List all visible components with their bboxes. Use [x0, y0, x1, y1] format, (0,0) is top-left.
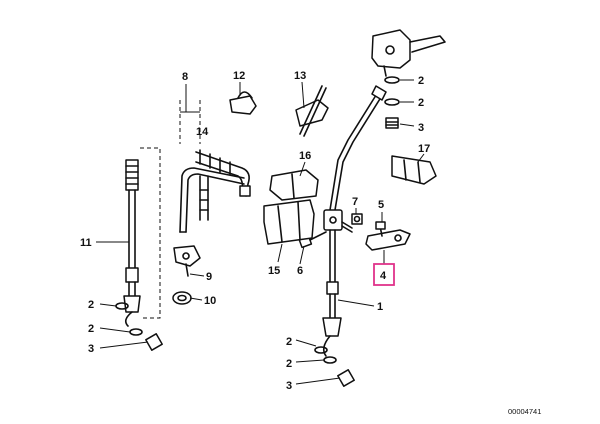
- clip-12: [229, 91, 257, 115]
- banjo-bolt-3b: [145, 333, 163, 351]
- callout-2: 2: [286, 336, 292, 348]
- brake-line-11: [115, 159, 141, 327]
- callout-2: 2: [418, 75, 424, 87]
- callout-6: 6: [297, 265, 303, 277]
- washer-2d: [323, 356, 337, 364]
- callout-labels: 2 2 3 17 8 12 13 14 16 7 5 4 11 9 10 15 …: [80, 70, 430, 392]
- callout-4: 4: [380, 270, 387, 282]
- callout-3: 3: [418, 122, 424, 134]
- distributor-block: [323, 209, 353, 233]
- callout-2: 2: [88, 299, 94, 311]
- leader-lines: [96, 79, 425, 385]
- highlight-box-4: [373, 263, 395, 286]
- bracket-4: [365, 221, 411, 251]
- bracket-9: [173, 245, 201, 277]
- holder-15: [263, 199, 315, 245]
- callout-8: 8: [182, 71, 188, 83]
- clip-17: [391, 155, 437, 185]
- hose-end: [239, 185, 251, 197]
- brake-hose-1: [314, 229, 342, 357]
- clip-13: [295, 85, 329, 137]
- callout-1: 1: [377, 301, 383, 313]
- callout-2: 2: [88, 323, 94, 335]
- seal-10: [172, 291, 192, 305]
- callout-2: 2: [418, 97, 424, 109]
- brake-line-8: [179, 167, 245, 233]
- callout-7: 7: [352, 196, 358, 208]
- nut-7: [351, 213, 363, 225]
- callout-9: 9: [206, 271, 212, 283]
- washer-2a: [384, 76, 400, 84]
- group-bracket-8-14: [179, 100, 201, 144]
- group-bracket-left: [140, 147, 161, 319]
- washer-2b: [384, 98, 400, 106]
- diagram-reference: 00004741: [508, 407, 541, 416]
- callout-5: 5: [378, 199, 384, 211]
- callout-16: 16: [299, 150, 311, 162]
- callout-12: 12: [233, 70, 245, 82]
- callout-13: 13: [294, 70, 306, 82]
- holder-16: [269, 169, 319, 201]
- callout-11: 11: [80, 237, 92, 249]
- washer-2f: [129, 328, 143, 336]
- hose-14: [195, 149, 250, 221]
- banjo-bolt-3c: [337, 369, 355, 387]
- callout-3: 3: [88, 343, 94, 355]
- callout-2: 2: [286, 358, 292, 370]
- master-cylinder: [371, 29, 446, 77]
- callout-3: 3: [286, 380, 292, 392]
- callout-17: 17: [418, 143, 430, 155]
- callout-10: 10: [204, 295, 216, 307]
- callout-14: 14: [196, 126, 209, 138]
- brake-line-upper: [329, 85, 387, 211]
- banjo-bolt-3a: [385, 117, 399, 129]
- callout-15: 15: [268, 265, 280, 277]
